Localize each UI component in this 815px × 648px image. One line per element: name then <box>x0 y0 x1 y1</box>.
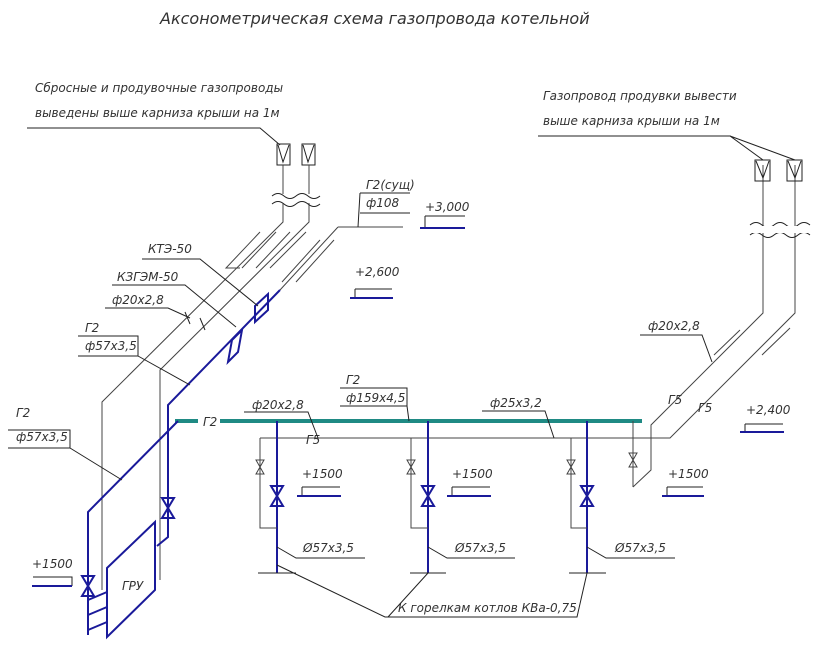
callout-d20-left: ф20х2,8 <box>105 293 206 331</box>
gru-connections <box>87 591 108 631</box>
slope-marks-right <box>713 327 791 356</box>
callout-d57-2: Ø57х3,5 <box>427 541 515 559</box>
svg-text:+1500: +1500 <box>452 467 493 481</box>
gas-pipe-to-gru <box>87 420 179 635</box>
callout-g2-d57-b: Г2 ф57х3,5 <box>8 406 123 481</box>
svg-text:ф57х3,5: ф57х3,5 <box>16 430 68 444</box>
gru-label: ГРУ <box>122 579 144 593</box>
note-left-line1: Сбросные и продувочные газопроводы <box>35 81 283 95</box>
callout-kte: КТЭ-50 <box>142 242 259 307</box>
callout-d25: ф25х3,2 <box>482 396 555 439</box>
callout-g2-existing: Г2(сущ) ф108 <box>357 178 415 228</box>
callout-kzgem: КЗГЭМ-50 <box>112 270 237 328</box>
branch-1 <box>255 421 296 574</box>
gru-box <box>106 519 156 640</box>
note-right-line2: выше карниза крыши на 1м <box>543 114 720 128</box>
svg-text:Г2: Г2 <box>346 373 360 387</box>
vent-left-2 <box>301 143 316 166</box>
svg-text:Ø57х3,5: Ø57х3,5 <box>454 541 506 555</box>
purge-pipe-1 <box>101 165 284 590</box>
note-right-line1: Газопровод продувки вывести <box>543 89 737 103</box>
svg-text:ф159х4,5: ф159х4,5 <box>346 391 405 405</box>
purge-line-g5-2 <box>632 165 764 488</box>
label-g2-line: Г2 <box>203 415 217 429</box>
valve-kte-icon <box>254 291 269 325</box>
label-g5-b: Г5 <box>668 393 682 407</box>
gas-feeder-g2 <box>156 289 281 547</box>
callout-g2-d57-a: Г2 ф57х3,5 <box>78 321 191 386</box>
svg-text:+3,000: +3,000 <box>425 200 470 214</box>
svg-text:К горелкам котлов КВа-0,75: К горелкам котлов КВа-0,75 <box>398 601 577 615</box>
note-left-line2: выведены выше карниза крыши на 1м <box>35 106 280 120</box>
branch-3 <box>566 421 606 574</box>
svg-text:ф25х3,2: ф25х3,2 <box>490 396 542 410</box>
callout-g2-d159: Г2 ф159х4,5 <box>340 373 410 422</box>
svg-text:ф20х2,8: ф20х2,8 <box>112 293 164 307</box>
note-left-leader <box>27 127 281 146</box>
break-gap <box>748 226 808 233</box>
svg-text:Г2: Г2 <box>16 406 30 420</box>
purge-pipe-2 <box>159 165 310 580</box>
valve-kzgem-icon <box>226 327 244 365</box>
elevation-1500-1: +1500 <box>297 467 343 497</box>
svg-text:Г2: Г2 <box>85 321 99 335</box>
svg-text:Ø57х3,5: Ø57х3,5 <box>614 541 666 555</box>
callout-burners: К горелкам котлов КВа-0,75 <box>276 564 588 618</box>
diagram-title: Аксонометрическая схема газопровода коте… <box>159 9 590 28</box>
svg-text:+1500: +1500 <box>668 467 709 481</box>
branch-2 <box>406 421 446 574</box>
vent-right-1 <box>754 159 771 182</box>
svg-text:+1500: +1500 <box>302 467 343 481</box>
svg-text:Ø57х3,5: Ø57х3,5 <box>302 541 354 555</box>
vent-right-2 <box>786 159 803 182</box>
svg-text:+1500: +1500 <box>32 557 73 571</box>
elevation-2400: +2,400 <box>740 403 791 433</box>
elevation-3000: +3,000 <box>420 200 470 229</box>
svg-text:+2,600: +2,600 <box>355 265 400 279</box>
elevation-2600: +2,600 <box>350 265 400 299</box>
label-g5-c: Г5 <box>698 401 712 415</box>
svg-text:+2,400: +2,400 <box>746 403 791 417</box>
note-right-leader <box>538 135 796 161</box>
svg-text:КТЭ-50: КТЭ-50 <box>148 242 192 256</box>
callout-d57-1: Ø57х3,5 <box>276 541 365 559</box>
elevation-1500-2: +1500 <box>447 467 493 497</box>
purge-line-g5 <box>260 165 796 439</box>
slope-marks-left <box>224 231 335 283</box>
elevation-1500-left: +1500 <box>32 557 73 587</box>
svg-text:ф108: ф108 <box>366 196 400 210</box>
callout-d57-3: Ø57х3,5 <box>586 541 675 559</box>
svg-text:КЗГЭМ-50: КЗГЭМ-50 <box>117 270 179 284</box>
vent-left-1 <box>276 143 291 166</box>
svg-text:ф20х2,8: ф20х2,8 <box>648 319 700 333</box>
callout-d20-right: ф20х2,8 <box>640 319 713 363</box>
svg-text:ф20х2,8: ф20х2,8 <box>252 398 304 412</box>
label-g5-a: Г5 <box>306 433 320 447</box>
break-mark-left <box>271 193 321 207</box>
elevation-1500-3: +1500 <box>662 467 709 497</box>
callout-d20-mid: ф20х2,8 <box>244 398 319 439</box>
svg-text:ф57х3,5: ф57х3,5 <box>85 339 137 353</box>
svg-text:Г2(сущ): Г2(сущ) <box>366 178 415 192</box>
existing-pipe <box>279 226 403 291</box>
